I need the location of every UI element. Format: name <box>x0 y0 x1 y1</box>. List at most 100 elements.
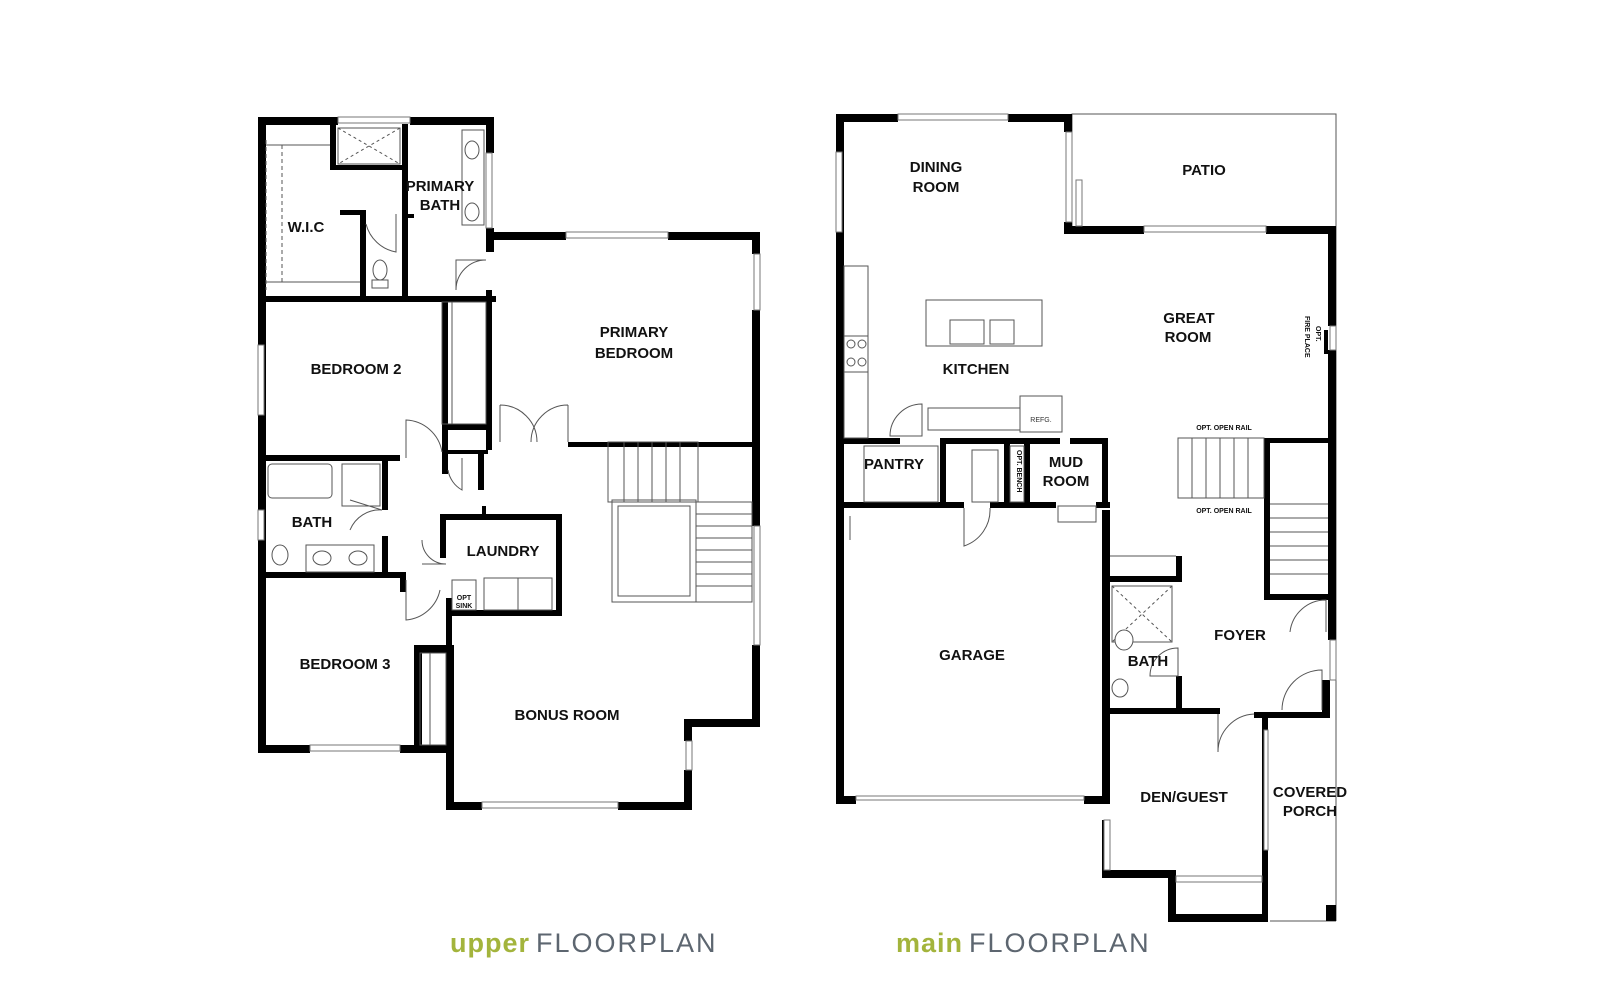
main-window <box>897 113 1009 121</box>
room-label-bonus-room: BONUS ROOM <box>515 707 620 724</box>
oven-icon <box>971 449 999 503</box>
upper-wall <box>400 745 454 753</box>
upper-interior-wall <box>478 450 484 490</box>
upper-wall <box>414 645 422 745</box>
label-opt-bench: OPT. BENCH <box>1015 450 1022 492</box>
upper-wall <box>684 770 692 810</box>
double-door-swing <box>530 404 569 443</box>
upper-interior-wall <box>440 514 446 558</box>
stair-treads <box>1191 438 1328 575</box>
refrigerator-icon <box>1019 395 1063 433</box>
room-label-patio: PATIO <box>1182 162 1226 179</box>
main-window <box>1065 131 1073 223</box>
upper-window <box>337 116 411 124</box>
sink-icon <box>1111 678 1129 698</box>
upper-interior-wall <box>382 455 388 510</box>
main-interior-wall <box>1096 502 1110 508</box>
upper-window <box>685 740 693 771</box>
toilet-icon <box>271 544 289 566</box>
toilet-icon <box>1114 629 1134 651</box>
pantry-shelves <box>863 445 939 503</box>
stair-upper-run <box>607 441 699 503</box>
toilet-icon <box>372 259 388 281</box>
upper-interior-wall <box>258 572 406 578</box>
sink-icon <box>451 579 477 611</box>
toilet-tank <box>371 279 389 289</box>
upper-north-wall-b <box>410 117 494 125</box>
room-label-kitchen: KITCHEN <box>943 361 1010 378</box>
main-interior-wall <box>1024 438 1030 506</box>
upper-window <box>309 744 401 752</box>
room-label-mud-room: ROOM <box>1043 473 1090 490</box>
label-opt-fireplace: OPT. <box>1314 326 1321 342</box>
stair-lower-run <box>695 501 753 603</box>
main-interior-wall <box>940 438 946 506</box>
upper-wall <box>446 802 482 810</box>
sink-icon <box>949 319 985 345</box>
upper-interior-wall <box>486 290 492 450</box>
main-interior-wall <box>1176 676 1182 712</box>
upper-window <box>257 344 265 416</box>
main-interior-wall <box>1264 438 1270 598</box>
upper-wall <box>752 232 760 254</box>
caption-suffix: FLOORPLAN <box>969 928 1151 958</box>
room-label-dining-room: ROOM <box>913 179 960 196</box>
label-opt-sink: SINK <box>456 603 473 610</box>
main-interior-wall <box>1176 556 1182 582</box>
room-label-bedroom-2: BEDROOM 2 <box>311 361 402 378</box>
kitchen-counter <box>927 407 1027 431</box>
upper-interior-wall <box>442 424 492 430</box>
upper-window <box>485 152 493 229</box>
shower-icon <box>337 127 401 165</box>
door-swing <box>405 419 443 458</box>
main-wall <box>1266 226 1336 234</box>
upper-wall <box>486 117 494 153</box>
main-interior-wall <box>844 438 900 444</box>
room-label-laundry: LAUNDRY <box>467 543 540 560</box>
stair-opening <box>611 499 697 603</box>
label-opt-open-rail: OPT. OPEN RAIL <box>1196 425 1252 432</box>
main-wall <box>1328 600 1336 640</box>
main-interior-wall <box>990 502 1056 508</box>
door-swing <box>1281 669 1323 711</box>
upper-interior-wall <box>556 514 562 614</box>
room-label-bedroom-3: BEDROOM 3 <box>300 656 391 673</box>
double-door-swing <box>499 404 538 443</box>
upper-interior-wall <box>258 296 410 302</box>
upper-wall <box>618 802 692 810</box>
stair-run <box>1177 437 1265 499</box>
upper-north-wall-a <box>258 117 338 125</box>
caption-suffix: FLOORPLAN <box>536 928 718 958</box>
main-window <box>1263 729 1269 851</box>
upper-window <box>753 253 761 311</box>
door-swing <box>421 539 447 565</box>
main-wall <box>1102 870 1176 878</box>
door-swing <box>365 214 397 253</box>
main-wall <box>836 114 898 122</box>
room-label-wic: W.I.C <box>288 219 325 236</box>
upper-interior-wall <box>568 442 760 447</box>
room-label-garage: GARAGE <box>939 647 1005 664</box>
main-wall <box>1322 680 1330 716</box>
upper-interior-wall <box>442 296 448 456</box>
upper-wall <box>752 446 760 526</box>
main-interior-wall <box>1102 576 1182 582</box>
room-label-den-guest: DEN/GUEST <box>1140 789 1228 806</box>
main-interior-wall <box>940 438 1060 444</box>
stair-opening-inner <box>617 505 691 597</box>
main-window <box>835 151 843 233</box>
upper-interior-wall <box>446 610 562 616</box>
room-label-bath: BATH <box>292 514 333 531</box>
label-refrigerator: REFG. <box>1030 417 1051 424</box>
room-label-great-room: GREAT <box>1163 310 1214 327</box>
caption-level: upper <box>450 928 531 958</box>
dryer-icon <box>517 577 553 611</box>
upper-interior-wall <box>404 214 414 218</box>
label-opt-open-rail: OPT. OPEN RAIL <box>1196 508 1252 515</box>
upper-wall <box>668 232 760 240</box>
upper-interior-wall <box>402 124 408 296</box>
upper-interior-wall <box>340 210 366 215</box>
door-swing <box>1149 647 1179 677</box>
